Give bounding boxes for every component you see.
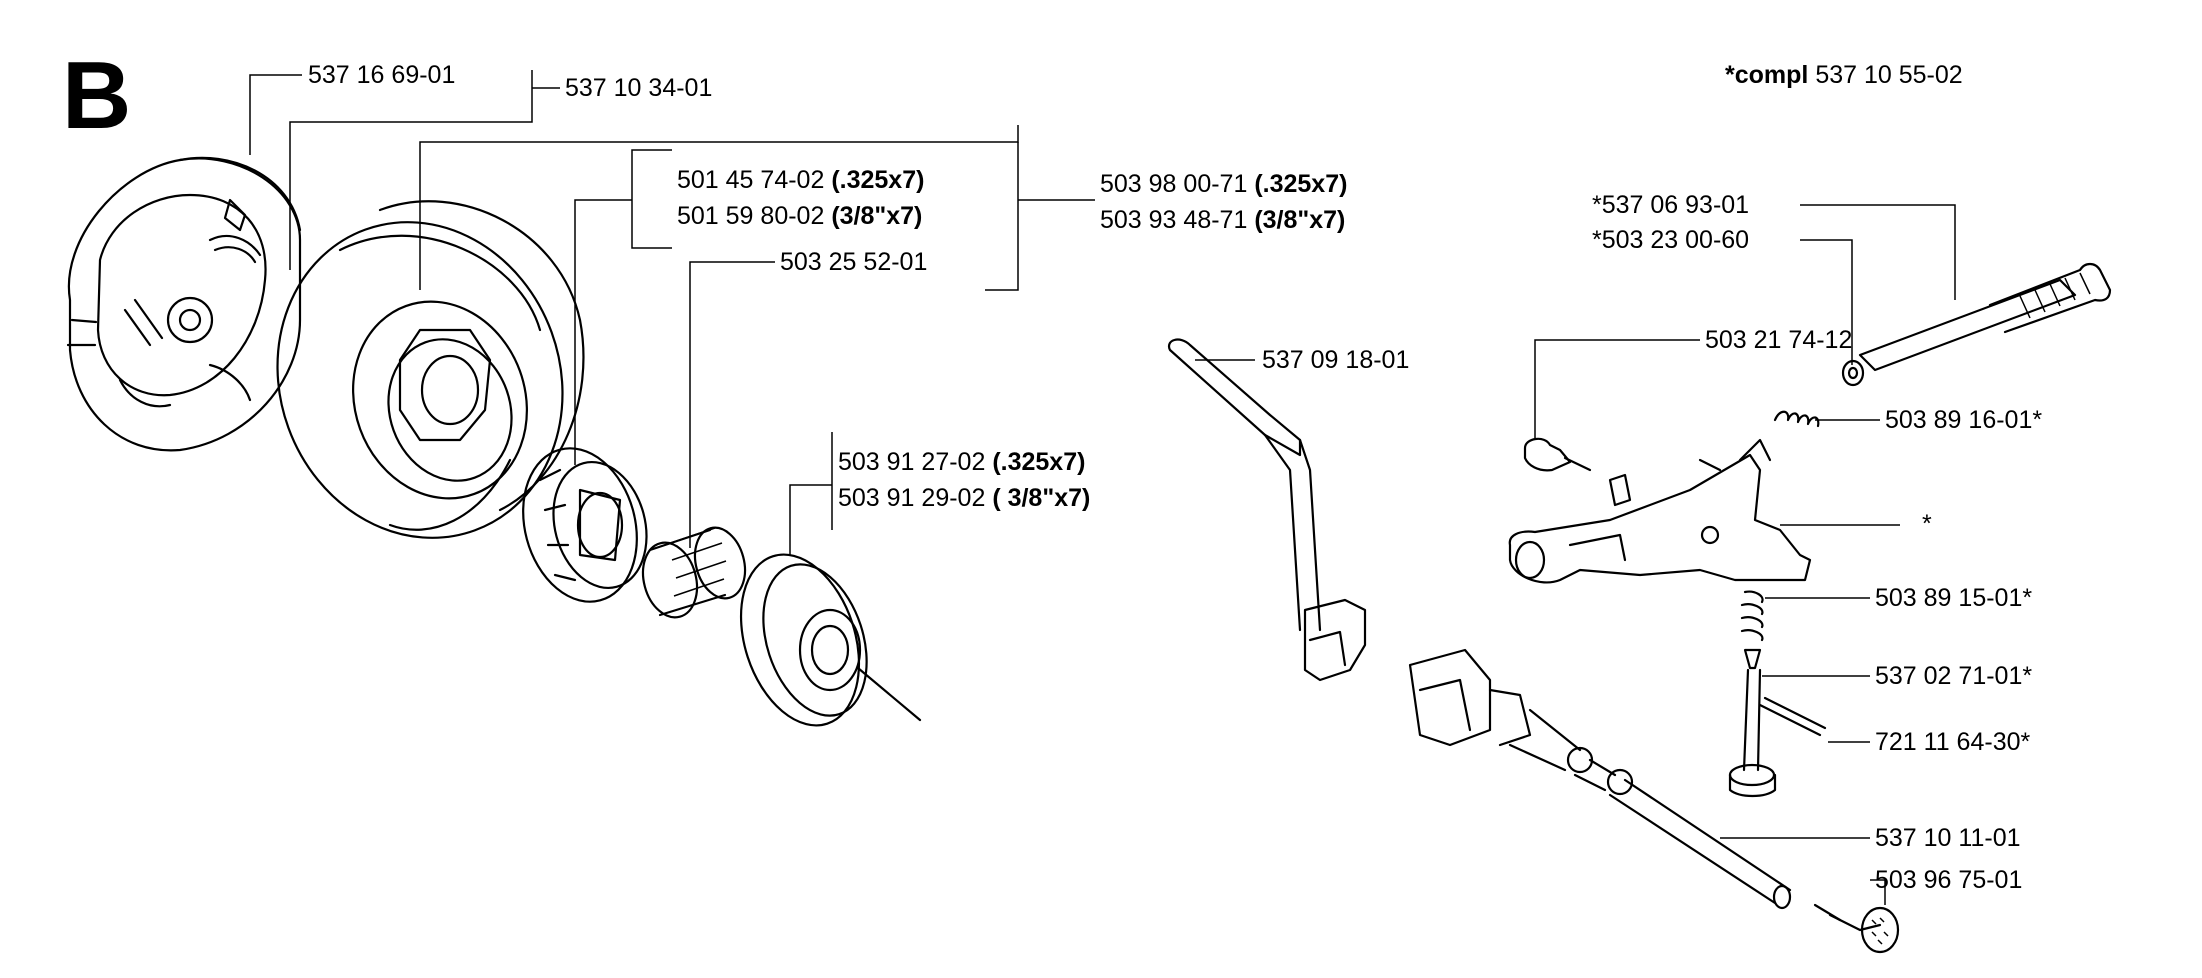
brake-lever-drawing [1167, 338, 1367, 682]
label-537-02-71-01: 537 02 71-01* [1875, 662, 2032, 690]
label-537-10-34-01: 537 10 34-01 [565, 74, 712, 102]
leader-lines [249, 70, 1956, 905]
brake-housing-drawing [1508, 262, 2112, 798]
label-503-25-52-01: 503 25 52-01 [780, 248, 927, 276]
label-503-91-27-02: 503 91 27-02 (.325x7) [838, 448, 1085, 476]
clutch-drum-drawing [276, 200, 585, 539]
label-503-21-74-12: 503 21 74-12 [1705, 326, 1852, 354]
label-537-06-93-01: *537 06 93-01 [1592, 191, 1749, 219]
label-503-98-00-71: 503 98 00-71 (.325x7) [1100, 170, 1347, 198]
spur-sprocket-drawing [739, 553, 922, 727]
label-503-89-15-01: 503 89 15-01* [1875, 584, 2032, 612]
label-503-96-75-01: 503 96 75-01 [1875, 866, 2022, 894]
label-503-93-48-71: 503 93 48-71 (3/8"x7) [1100, 206, 1345, 234]
label-lever-star: * [1922, 510, 1932, 538]
brake-shaft-drawing [1408, 648, 1792, 910]
label-721-11-64-30: 721 11 64-30* [1875, 728, 2030, 756]
label-501-45-74-02: 501 45 74-02 (.325x7) [677, 166, 924, 194]
clutch-drawing [66, 156, 302, 452]
label-537-10-11-01: 537 10 11-01 [1875, 824, 2021, 852]
label-503-89-16-01: 503 89 16-01* [1885, 406, 2042, 434]
label-537-09-18-01: 537 09 18-01 [1262, 346, 1409, 374]
compl-note: *compl 537 10 55-02 [1725, 61, 1963, 89]
label-503-91-29-02: 503 91 29-02 ( 3/8"x7) [838, 484, 1090, 512]
label-503-23-00-60: *503 23 00-60 [1592, 226, 1749, 254]
adjuster-pin-drawing [1813, 903, 1900, 954]
section-letter: B [62, 42, 131, 149]
label-501-59-80-02: 501 59 80-02 (3/8"x7) [677, 202, 922, 230]
needle-bearing-drawing [641, 526, 747, 619]
rim-sprocket-drawing [522, 447, 648, 603]
label-537-16-69-01: 537 16 69-01 [308, 61, 455, 89]
